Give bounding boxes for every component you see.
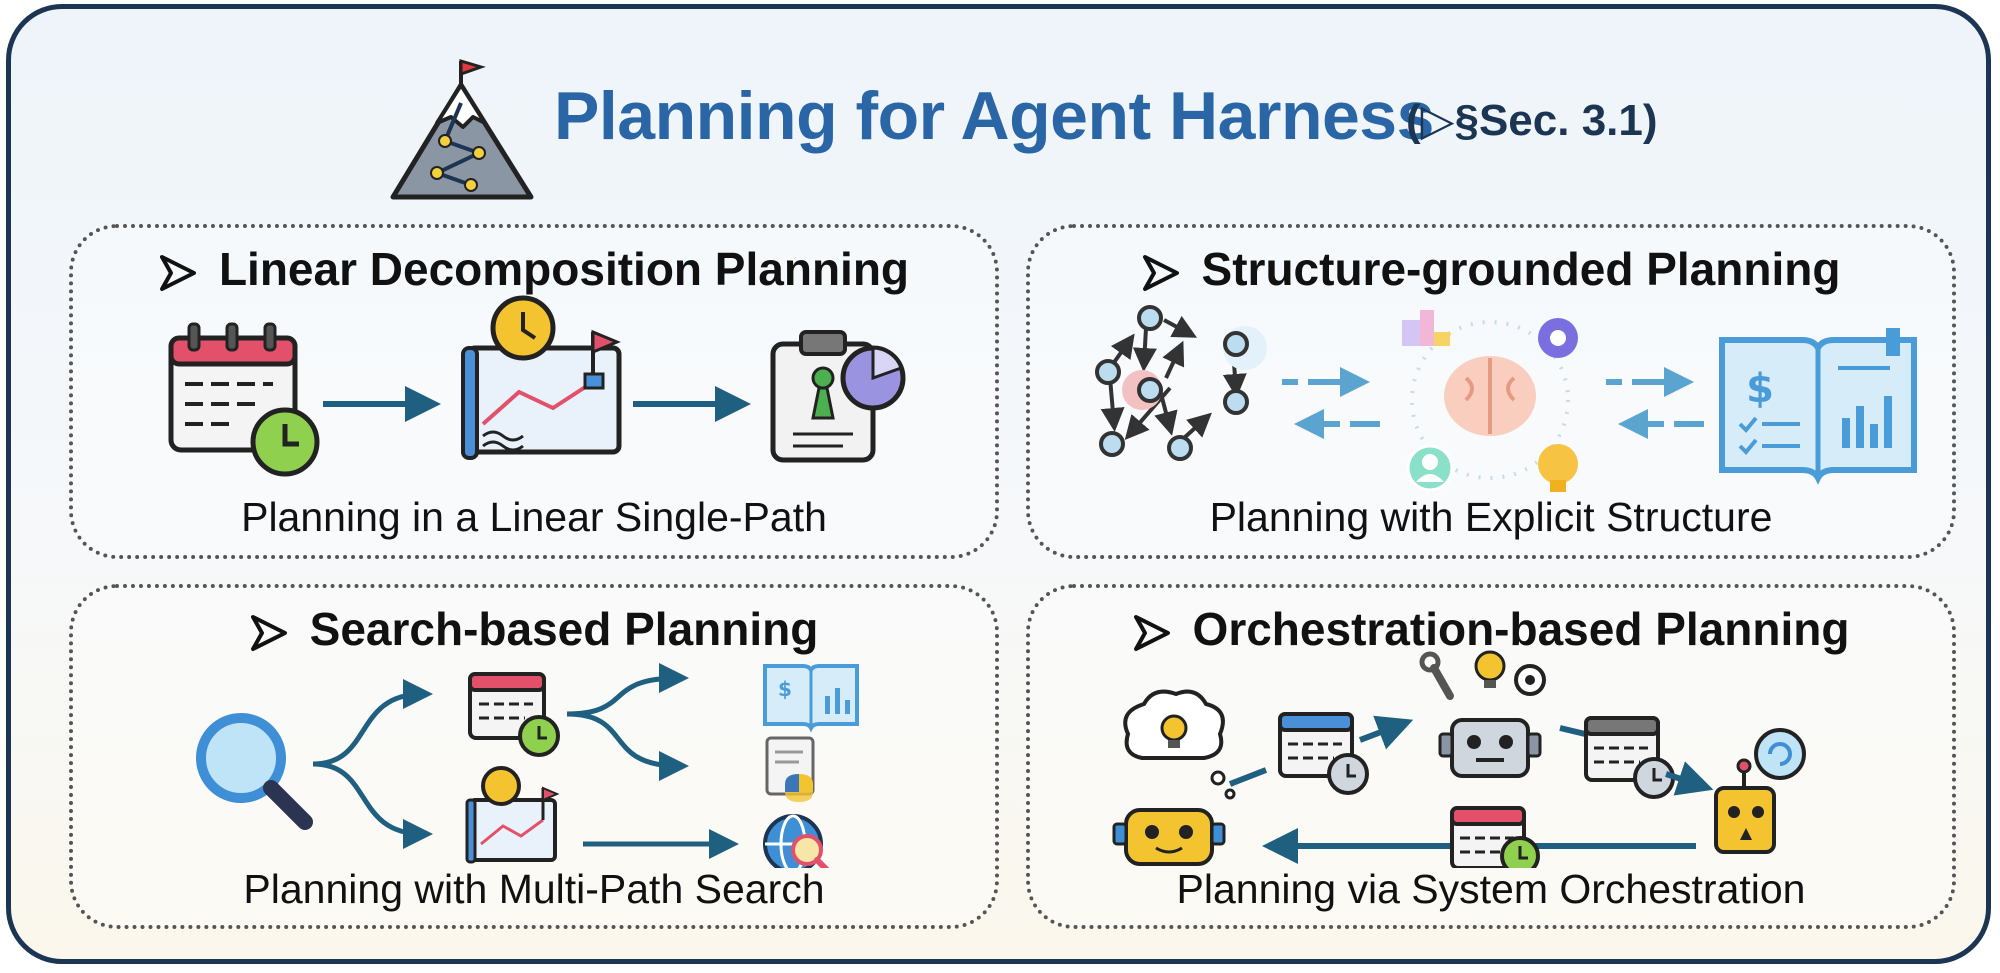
calendar-clock-icon (1278, 712, 1369, 795)
header: Planning for Agent Harness (▷§Sec. 3.1) (381, 57, 1731, 207)
panel-caption: Planning with Explicit Structure (1209, 494, 1773, 540)
roadmap-icon (465, 766, 560, 864)
structure-art: $ (1095, 305, 1917, 492)
calendar-clock-icon (1450, 806, 1540, 868)
calendar-clock-icon (168, 322, 320, 477)
orchestration-art (1112, 650, 1806, 868)
arrow-bullet-icon (1133, 614, 1170, 651)
finance-book-icon: $ (1719, 328, 1917, 485)
finance-book-icon: $ (763, 664, 859, 733)
panel-caption: Planning in a Linear Single-Path (241, 494, 827, 540)
strategy-clipboard-icon (770, 330, 906, 463)
panel-orchestration-based: Orchestration-based Planning (1026, 584, 1956, 929)
panel-structure-grounded: Structure-grounded Planning (1026, 224, 1956, 559)
panel-caption: Planning via System Orchestration (1176, 866, 1806, 912)
arrow-bullet-icon (250, 614, 287, 651)
section-reference: (▷§Sec. 3.1) (1406, 96, 1658, 145)
tool-robot-icon (1419, 650, 1546, 778)
globe-search-icon (763, 814, 830, 868)
cycle-robot-icon (1714, 728, 1806, 854)
search-tree-art: $ (196, 663, 859, 868)
page-title: Planning for Agent Harness (554, 78, 1434, 154)
thinking-robot-icon (1112, 689, 1236, 866)
panel-title: Search-based Planning (73, 602, 995, 656)
magnifier-icon (196, 713, 313, 830)
roadmap-icon (461, 295, 622, 460)
panel-search-based: Search-based Planning (69, 584, 999, 929)
arrow-bullet-icon (159, 254, 196, 291)
panel-caption: Planning with Multi-Path Search (243, 866, 825, 912)
svg-text:$: $ (1746, 366, 1774, 412)
brain-hub-icon (1402, 310, 1578, 492)
linear-flow-art (168, 295, 906, 477)
python-document-icon (765, 736, 815, 802)
svg-text:$: $ (778, 677, 792, 701)
panel-title: Structure-grounded Planning (1030, 242, 1952, 296)
diagram-frame: Planning for Agent Harness (▷§Sec. 3.1) … (6, 4, 1991, 964)
mountain-icon (390, 58, 534, 200)
panel-title: Linear Decomposition Planning (73, 242, 995, 296)
panel-title: Orchestration-based Planning (1030, 602, 1952, 656)
calendar-clock-icon (468, 672, 560, 757)
calendar-clock-icon (1584, 716, 1675, 799)
panel-linear-decomposition: Linear Decomposition Planning (69, 224, 999, 559)
graph-nodes (1095, 305, 1249, 461)
arrow-bullet-icon (1142, 254, 1179, 291)
